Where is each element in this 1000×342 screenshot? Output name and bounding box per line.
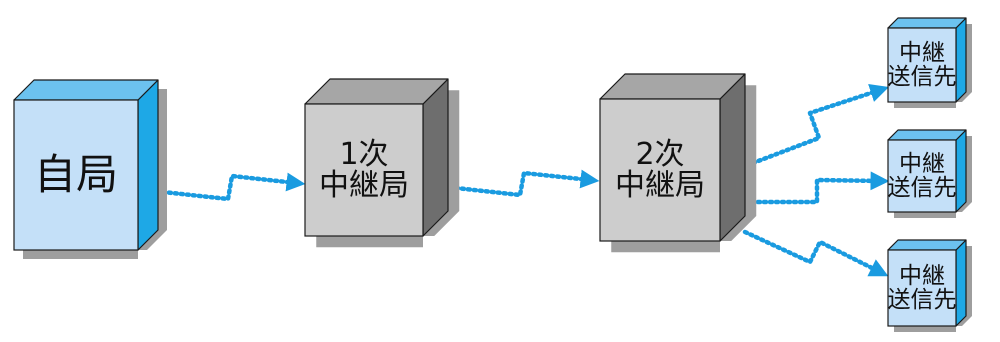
primary-relay-node [304, 78, 460, 248]
cube-side-face [422, 78, 449, 237]
relay-link-arrow-2 [453, 169, 600, 198]
cube-top-face [13, 79, 159, 101]
cube-side-face [137, 79, 159, 251]
cube-top-face [887, 129, 967, 141]
cube-top-face [887, 17, 967, 29]
relay-destination-node-1 [887, 17, 972, 108]
cube-front-face [887, 249, 957, 327]
relay-destination-node-3 [887, 239, 972, 332]
relay-destination-node-2 [887, 129, 972, 218]
cube-side-face [719, 73, 746, 242]
cube-shadow [894, 246, 972, 332]
cube-front-face [13, 99, 139, 251]
relay-link-arrow-1 [160, 172, 306, 202]
secondary-relay-node [599, 73, 757, 253]
cube-side-face [955, 239, 967, 327]
cube-front-face [304, 103, 424, 237]
own-station-node [13, 79, 167, 259]
cube-side-face [955, 129, 967, 213]
cube-shadow [23, 89, 167, 259]
cube-top-face [887, 239, 967, 251]
cube-shadow [894, 24, 972, 108]
relay-link-arrow-3 [750, 83, 889, 166]
cube-front-face [887, 27, 957, 103]
cube-top-face [599, 73, 746, 100]
cube-front-face [887, 139, 957, 213]
cube-top-face [304, 78, 449, 105]
cube-front-face [599, 98, 721, 242]
relay-link-arrow-5 [742, 229, 889, 277]
cube-side-face [955, 17, 967, 103]
relay-link-arrow-4 [749, 171, 890, 205]
